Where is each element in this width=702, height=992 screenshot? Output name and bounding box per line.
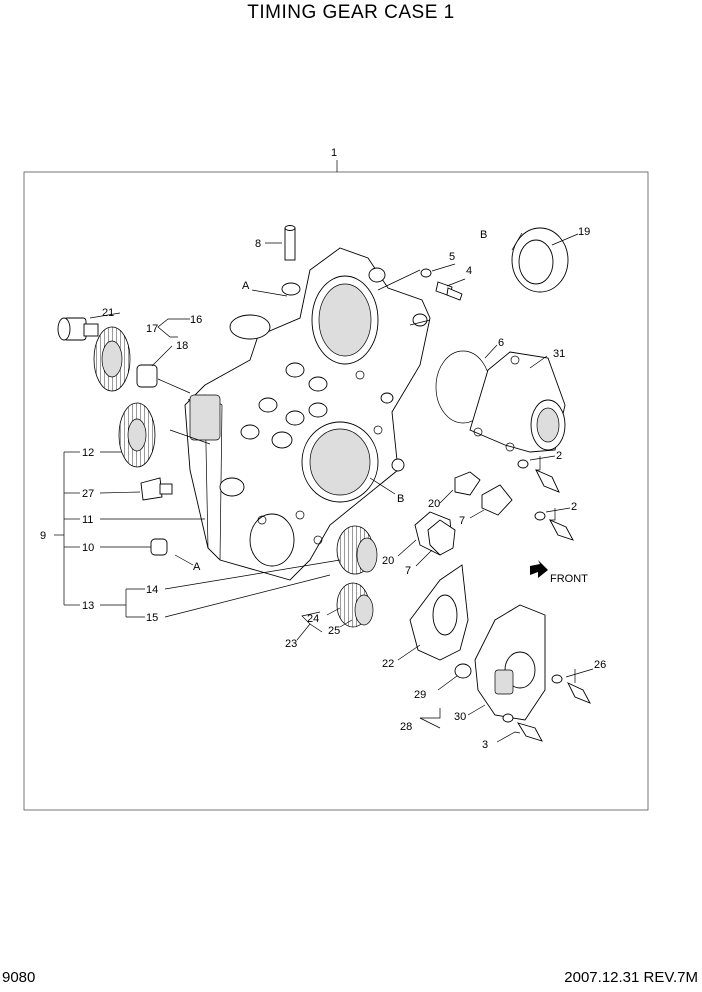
marker-b-2: B	[397, 493, 404, 505]
callout-13: 13	[82, 600, 94, 612]
callout-27: 27	[82, 488, 94, 500]
front-label: FRONT	[550, 573, 588, 585]
page-number: 9080	[2, 969, 36, 986]
callout-6: 6	[498, 337, 504, 349]
front-arrow-icon	[530, 560, 548, 578]
callout-20b: 20	[382, 555, 394, 567]
cover-7a	[481, 484, 513, 516]
page-title: TIMING GEAR CASE 1	[247, 2, 455, 23]
callout-30: 30	[454, 711, 466, 723]
callout-20a: 20	[428, 498, 440, 510]
bolt-2a	[535, 469, 560, 493]
bush-29	[454, 663, 472, 679]
marker-b-1: B	[480, 229, 487, 241]
gear-24-25	[336, 582, 374, 628]
callout-labels: 1 2 2 3 4 5 6 7 7 8 9 10 11 12 13 14 15 …	[40, 147, 606, 751]
callout-18: 18	[176, 340, 188, 352]
gear-case-housing	[184, 247, 431, 581]
callout-16: 16	[190, 314, 202, 326]
callout-8: 8	[255, 238, 261, 250]
callout-22: 22	[382, 658, 394, 670]
marker-a-2: A	[193, 561, 201, 573]
callout-5: 5	[449, 251, 455, 263]
shaft-21	[57, 317, 99, 341]
washer-3	[502, 713, 514, 723]
callout-26: 26	[594, 659, 606, 671]
callout-12: 12	[82, 447, 94, 459]
diagram-frame	[23, 171, 649, 811]
callout-31: 31	[553, 348, 565, 360]
callout-10: 10	[82, 542, 94, 554]
callout-4: 4	[466, 265, 472, 277]
washer-2b	[534, 511, 546, 521]
revision-label: 2007.12.31 REV.7M	[564, 969, 698, 986]
gear-14-15	[336, 525, 378, 575]
callout-21: 21	[102, 307, 114, 319]
callout-9: 9	[40, 530, 46, 542]
washer-2a	[517, 459, 529, 469]
callout-14: 14	[146, 584, 158, 596]
bush-18	[136, 364, 158, 388]
callout-28: 28	[400, 721, 412, 733]
gear-12	[118, 402, 156, 468]
callout-3: 3	[482, 739, 488, 751]
callout-2a: 2	[556, 450, 562, 462]
callout-23: 23	[285, 638, 297, 650]
bolt-8	[281, 225, 301, 296]
leader-lines	[54, 233, 594, 743]
callout-15: 15	[146, 612, 158, 624]
callout-25: 25	[328, 625, 340, 637]
bolt-4	[435, 281, 463, 301]
cover-7b	[427, 519, 456, 556]
callout-17: 17	[146, 323, 158, 335]
callout-24: 24	[307, 613, 319, 625]
gear-17	[93, 326, 131, 392]
bolt-2b	[548, 519, 574, 541]
callout-11: 11	[82, 514, 93, 526]
marker-a-1: A	[242, 280, 250, 292]
bush-10	[150, 538, 168, 556]
washer-26	[551, 674, 563, 684]
callout-7a: 7	[459, 515, 465, 527]
cover-30	[474, 604, 546, 721]
front-housing-31	[469, 351, 566, 453]
callout-19: 19	[578, 226, 590, 238]
callout-7b: 7	[405, 565, 411, 577]
gasket-20a	[454, 471, 481, 496]
washer-5	[420, 268, 432, 278]
plug-27	[140, 477, 173, 501]
callout-29: 29	[414, 689, 426, 701]
callout-1: 1	[331, 147, 337, 159]
bolt-26	[567, 682, 591, 704]
oil-seal-19	[511, 227, 569, 293]
bolt-3	[517, 722, 543, 742]
callout-2b: 2	[571, 501, 577, 513]
